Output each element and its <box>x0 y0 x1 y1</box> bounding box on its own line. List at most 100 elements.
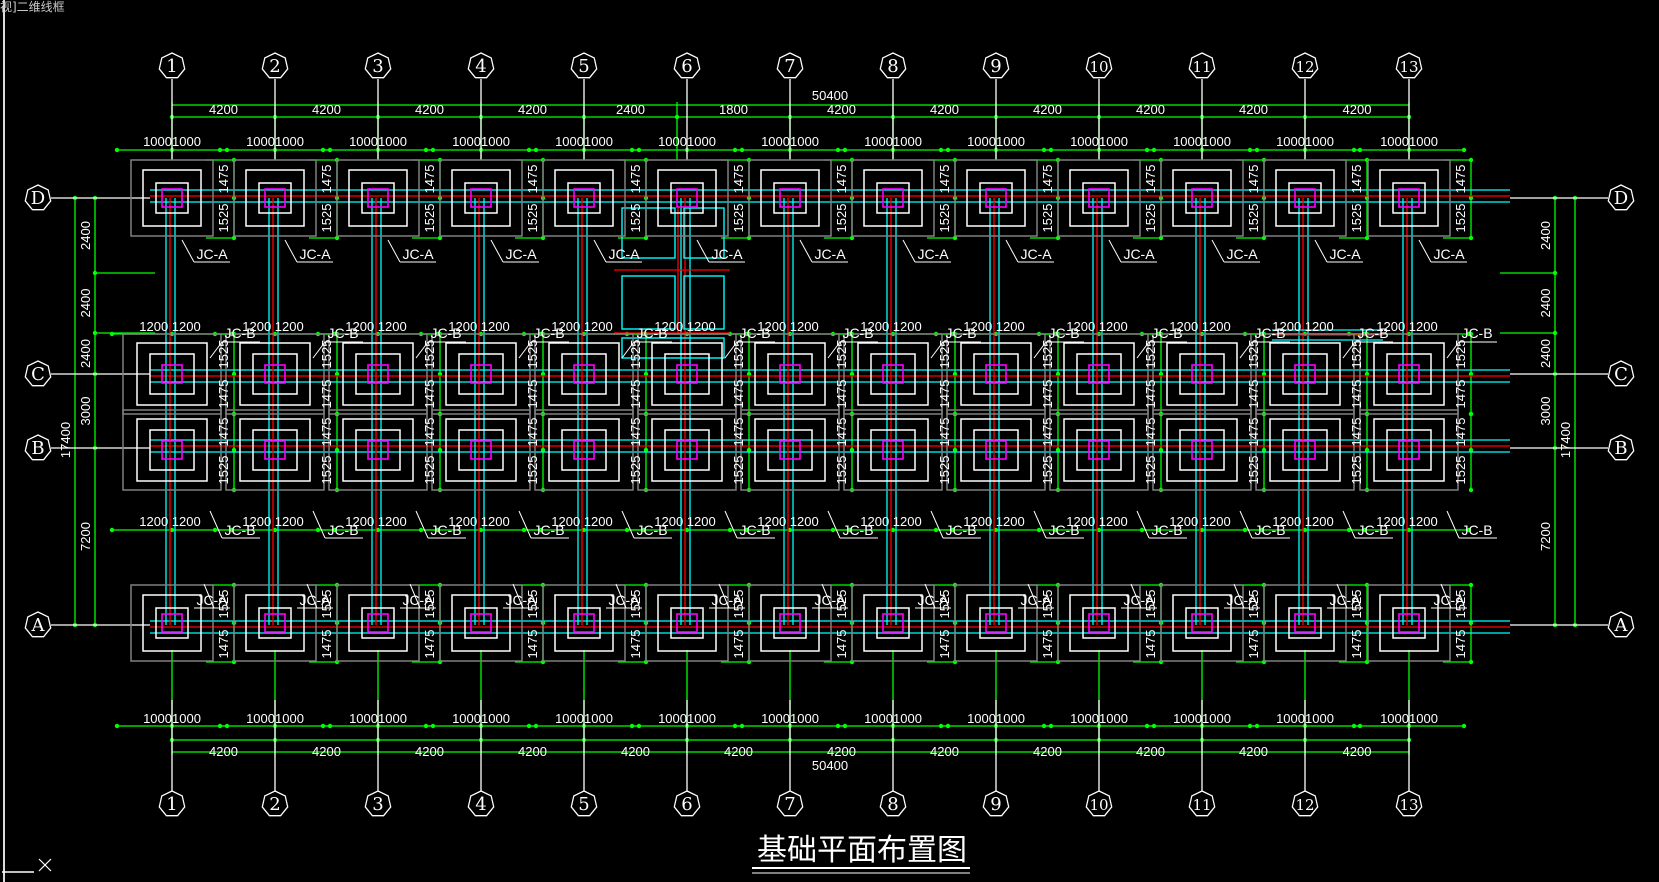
footing-step-1 <box>136 418 208 482</box>
leader-line <box>621 341 635 359</box>
axis-bubble-top-4-label: 4 <box>475 56 486 77</box>
footing-B-width-text: 1200 1200 <box>242 514 303 529</box>
footing-step-2 <box>664 429 710 471</box>
footing-D-depth-text: 1525 <box>1143 204 1158 233</box>
footing-C-depth-text: 1525 <box>1040 340 1055 369</box>
column <box>161 440 183 460</box>
dimension-tick <box>1461 723 1467 729</box>
footing-outline <box>1255 409 1355 491</box>
footing-C-depth-text: 1475 <box>1349 380 1364 409</box>
footing-C-11 <box>1152 333 1252 415</box>
footing-D-depth-text: 1525 <box>216 204 231 233</box>
label-jc-b: JC-B <box>430 325 461 341</box>
leader-line <box>1440 583 1452 609</box>
dimension-tick <box>212 527 218 533</box>
leader-line <box>1314 239 1328 263</box>
footing-step-2 <box>870 353 916 395</box>
leader-line <box>718 583 730 609</box>
footing-B-depth-text: 1475 <box>1143 418 1158 447</box>
column <box>1088 613 1110 633</box>
footing-B-depth-text: 1475 <box>834 418 849 447</box>
footing-step-1 <box>1275 169 1335 227</box>
footing-step-2 <box>670 607 704 639</box>
footing-B-width-text: 1200 1200 <box>345 514 406 529</box>
footing-C-3 <box>328 333 428 415</box>
leader-line <box>203 583 215 609</box>
dimension-tick <box>1351 723 1357 729</box>
footing-step-1 <box>754 342 826 406</box>
label-jc-a: JC-A <box>917 592 949 608</box>
footing-outline <box>637 333 737 415</box>
label-jc-a: JC-A <box>1433 246 1465 262</box>
footing-B-depth-text: 1525 <box>1040 456 1055 485</box>
leader-line <box>409 583 421 609</box>
footing-B-depth-text: 1475 <box>731 418 746 447</box>
footing-B-7 <box>740 409 840 491</box>
footing-step-2 <box>1392 182 1426 214</box>
footing-D-9 <box>954 159 1038 237</box>
footing-C-width-text: 1200 1200 <box>1272 319 1333 334</box>
footing-C-width-text: 1200 1200 <box>139 319 200 334</box>
dimension-tick <box>849 371 855 377</box>
footing-D-4 <box>439 159 523 237</box>
footing-step-1 <box>548 418 620 482</box>
leader-line <box>724 510 738 539</box>
footing-outline <box>843 333 943 415</box>
footing-outline <box>328 333 428 415</box>
dimension-tick <box>746 371 752 377</box>
top-total-dim-text: 50400 <box>812 88 848 103</box>
column <box>470 188 492 208</box>
footing-D-width-text: 10001000 <box>555 134 613 149</box>
axis-bubble-top-6 <box>673 52 701 79</box>
footing-A-depth-text: 1525 <box>422 590 437 619</box>
footing-outline <box>542 159 626 237</box>
footing-step-1 <box>1269 342 1341 406</box>
dimension-tick <box>787 527 793 533</box>
dimension-tick <box>1364 371 1370 377</box>
footing-B-4 <box>431 409 531 491</box>
footing-step-2 <box>1282 429 1328 471</box>
leader-line <box>181 239 195 263</box>
footing-C-13 <box>1359 333 1459 415</box>
label-jc-b: JC-B <box>945 325 976 341</box>
footing-A-depth-text: 1475 <box>422 630 437 659</box>
column <box>1088 440 1110 460</box>
column <box>1398 613 1420 633</box>
column <box>882 188 904 208</box>
footing-A-width-text: 10001000 <box>1070 711 1128 726</box>
footing-D-width-text: 10001000 <box>349 134 407 149</box>
dimension-tick <box>1468 371 1474 377</box>
footing-C-4 <box>431 333 531 415</box>
footing-C-depth-text: 1525 <box>628 340 643 369</box>
ucs-icon <box>2 858 52 873</box>
axis-bubble-bottom-4-label: 4 <box>475 794 486 815</box>
column <box>1398 440 1420 460</box>
footing-C-depth-text: 1525 <box>834 340 849 369</box>
column <box>985 364 1007 384</box>
footing-B-8 <box>843 409 943 491</box>
footing-D-depth-text: 1525 <box>834 204 849 233</box>
axis-bubble-top-3-label: 3 <box>372 56 383 77</box>
footing-B-depth-text: 1475 <box>216 418 231 447</box>
footing-D-depth-text: 1525 <box>731 204 746 233</box>
top-span-dim-text: 4200 <box>415 102 444 117</box>
label-jc-a: JC-A <box>814 592 846 608</box>
leader-line <box>1108 239 1122 263</box>
footing-C-width-text: 1200 1200 <box>860 319 921 334</box>
right-span-dim-text: 7200 <box>1538 522 1553 551</box>
label-jc-b: JC-B <box>1254 522 1285 538</box>
footing-C-depth-text: 1525 <box>525 340 540 369</box>
footing-B-width-text: 1200 1200 <box>448 514 509 529</box>
footing-D-12 <box>1263 159 1347 237</box>
viewport-label[interactable]: 视]二维线框 <box>0 0 65 14</box>
label-jc-b: JC-B <box>533 522 564 538</box>
footing-outline <box>130 159 214 237</box>
leader-line <box>902 239 916 263</box>
footing-outline <box>431 333 531 415</box>
column <box>367 188 389 208</box>
footing-step-1 <box>760 594 820 652</box>
label-jc-a: JC-A <box>814 246 846 262</box>
pit-frame-1 <box>621 207 676 259</box>
footing-D-6 <box>645 159 729 237</box>
